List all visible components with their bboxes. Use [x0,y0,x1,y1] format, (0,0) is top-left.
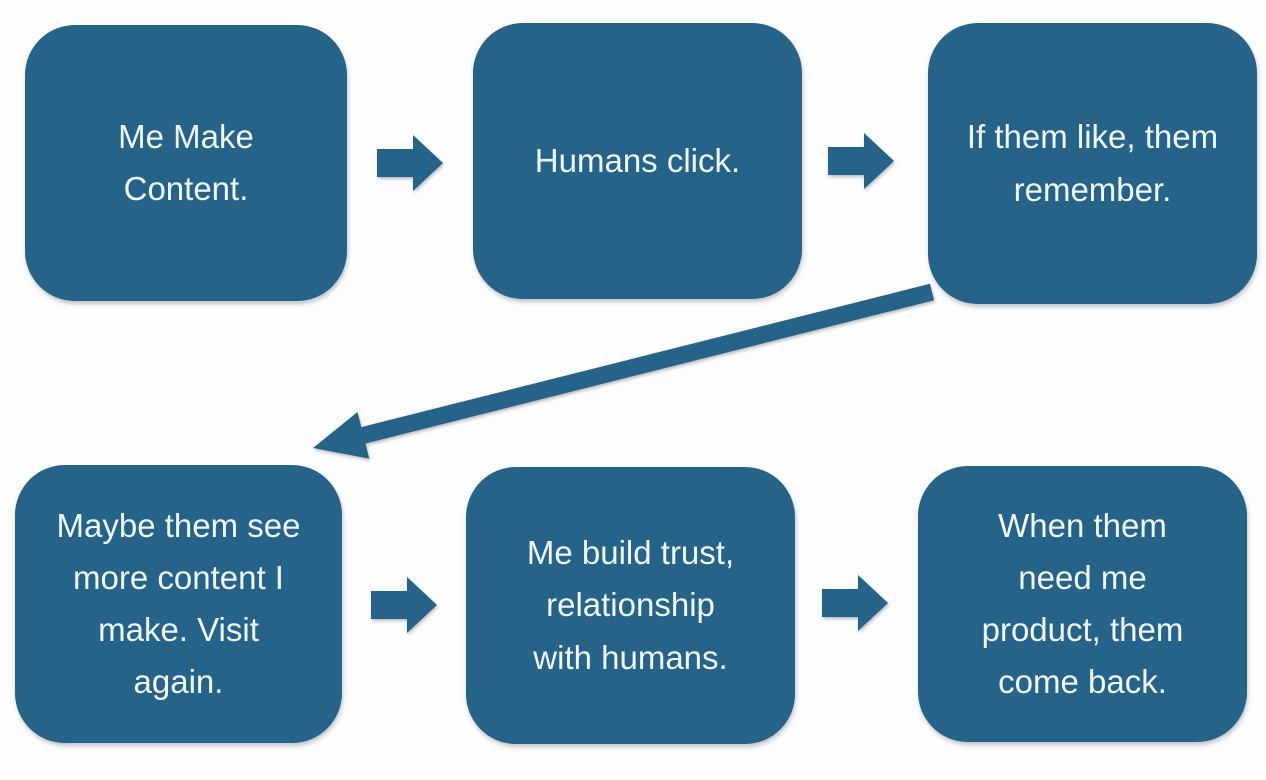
right-arrow-icon [371,577,437,633]
node-me-make-content: Me Make Content. [25,25,347,301]
node-label-like-remember: If them like, them remember. [966,118,1219,208]
diagonal-arrow-shape [313,283,935,459]
node-label-see-more-content: Maybe them see more content I make. Visi… [56,506,301,701]
node-come-back: When them need me product, them come bac… [918,466,1247,742]
node-build-trust: Me build trust, relationship with humans… [466,467,795,744]
diagonal-arrow-icon [313,283,935,459]
node-like-remember: If them like, them remember. [928,23,1257,304]
right-arrow-shape [822,575,888,631]
node-label-come-back: When them need me product, them come bac… [981,506,1184,701]
node-label-build-trust: Me build trust, relationship with humans… [526,534,735,676]
right-arrow-icon [828,133,894,189]
right-arrow-shape [828,133,894,189]
right-arrow-icon [822,575,888,631]
node-see-more-content: Maybe them see more content I make. Visi… [15,465,342,743]
node-label-humans-click: Humans click. [534,141,741,179]
right-arrow-icon [377,135,443,191]
right-arrow-shape [371,577,437,633]
node-label-me-make-content: Me Make Content. [118,117,254,207]
node-humans-click: Humans click. [473,23,802,299]
right-arrow-shape [377,135,443,191]
